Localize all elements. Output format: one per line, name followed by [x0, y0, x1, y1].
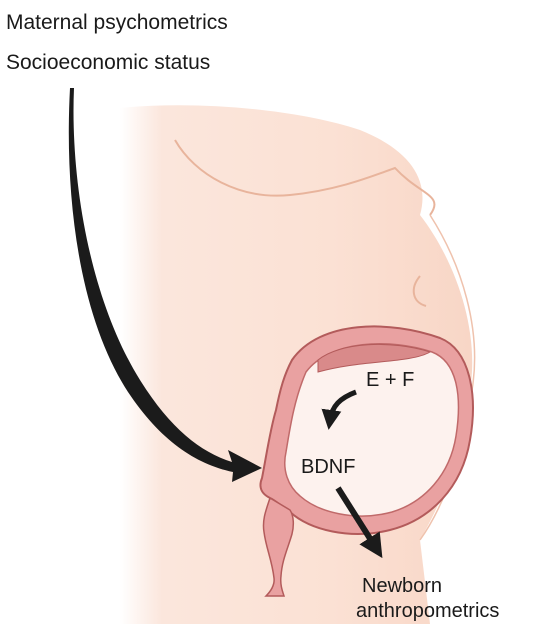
bdnf-label: BDNF — [301, 457, 355, 477]
input-label-socioeconomic-status: Socioeconomic status — [6, 52, 210, 73]
outcome-label-line2: anthropometrics — [356, 601, 499, 621]
input-label-maternal-psychometrics: Maternal psychometrics — [6, 12, 228, 33]
outcome-label-line1: Newborn — [362, 576, 442, 596]
placenta-factors-label: E + F — [366, 370, 414, 390]
